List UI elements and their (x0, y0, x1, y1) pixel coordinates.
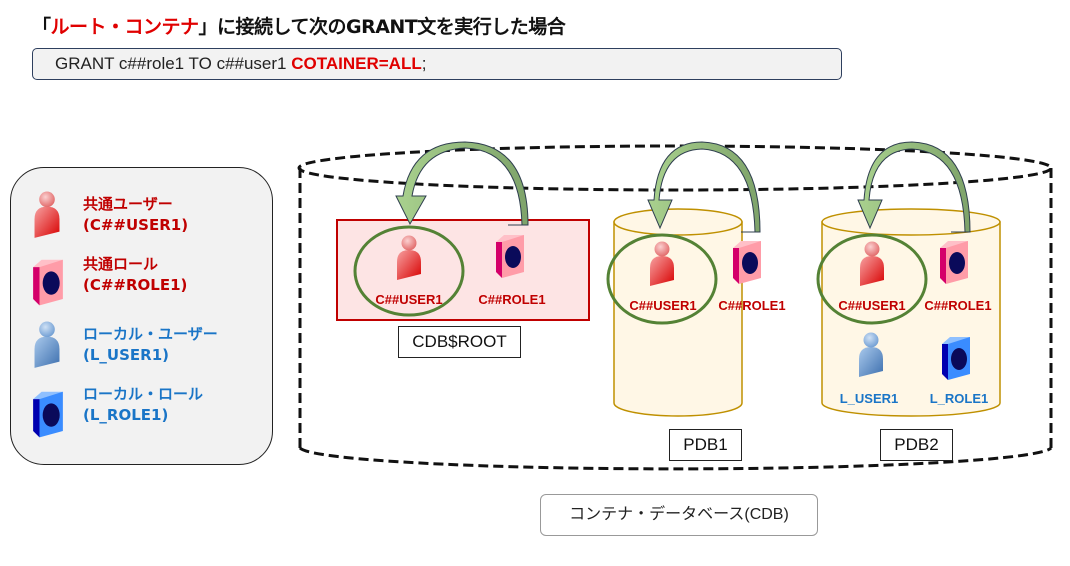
legend-label-line2: (C##ROLE1) (83, 276, 188, 294)
pdb1-cylinder (613, 208, 743, 417)
legend-label-line1: ローカル・ユーザー (83, 325, 218, 343)
pdb2-local-role-icon (942, 337, 970, 380)
pdb1-common-role-icon (733, 241, 761, 284)
pdb1-grant-highlight (606, 233, 718, 325)
sql-statement: GRANT c##role1 TO c##user1 COTAINER=ALL; (55, 54, 426, 74)
pdb2-local-role-label: L_ROLE1 (930, 391, 989, 406)
sql-end: ; (421, 54, 427, 73)
legend-item-local-role: ローカル・ロール (L_ROLE1) (83, 384, 203, 426)
title-rest: に接続して次のGRANT文を実行した場合 (217, 16, 566, 38)
root-common-role-icon (496, 235, 524, 278)
root-grant-highlight (353, 225, 465, 317)
title-highlight: ルート・コンテナ (50, 16, 200, 38)
legend-panel: 共通ユーザー (C##USER1) 共通ロール (C##ROLE1) ローカル・… (10, 167, 273, 465)
legend-item-common-role: 共通ロール (C##ROLE1) (83, 254, 187, 296)
legend-label-line2: (C##USER1) (83, 216, 189, 234)
cdb-caption: コンテナ・データベース(CDB) (540, 494, 818, 536)
legend-label-line1: 共通ユーザー (83, 195, 173, 213)
pdb2-grant-highlight (816, 233, 928, 325)
sql-keyword: COTAINER=ALL (291, 54, 422, 73)
legend-label-line1: 共通ロール (83, 255, 159, 273)
root-user-label: C##USER1 (375, 292, 442, 307)
pdb1-container-label: PDB1 (669, 429, 742, 461)
pdb2-container-label: PDB2 (880, 429, 953, 461)
title-close-bracket: 」 (198, 16, 218, 38)
sql-statement-box: GRANT c##role1 TO c##user1 COTAINER=ALL; (32, 48, 842, 80)
pdb2-local-user-label: L_USER1 (840, 391, 899, 406)
pdb2-grant-arrow (857, 141, 971, 233)
legend-label-line2: (L_ROLE1) (83, 406, 169, 424)
legend-item-local-user: ローカル・ユーザー (L_USER1) (83, 324, 218, 366)
legend-label-line1: ローカル・ロール (83, 385, 204, 403)
pdb2-role-label: C##ROLE1 (924, 298, 991, 313)
pdb1-role-label: C##ROLE1 (718, 298, 785, 313)
pdb1-user-label: C##USER1 (629, 298, 696, 313)
cdb-cylinder (297, 144, 1053, 471)
pdb1-grant-arrow (647, 141, 761, 233)
page-title: 「ルート・コンテナ」に接続して次のGRANT文を実行した場合 (32, 12, 566, 39)
root-grant-arrow (395, 141, 529, 226)
pdb2-user-label: C##USER1 (838, 298, 905, 313)
root-container-label: CDB$ROOT (398, 326, 521, 358)
legend-item-common-user: 共通ユーザー (C##USER1) (83, 194, 188, 236)
legend-label-line2: (L_USER1) (83, 346, 169, 364)
sql-plain: GRANT c##role1 TO c##user1 (55, 54, 292, 73)
pdb2-common-role-icon (940, 241, 968, 284)
title-open-bracket: 「 (32, 16, 51, 38)
root-role-label: C##ROLE1 (478, 292, 545, 307)
